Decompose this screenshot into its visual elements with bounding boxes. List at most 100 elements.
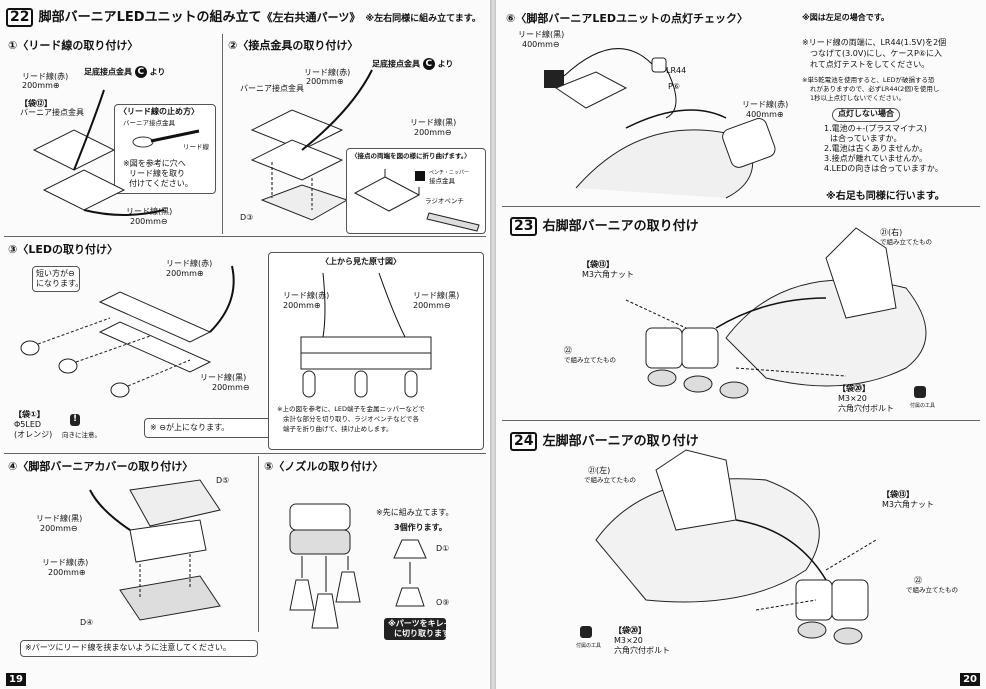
s1-lead-black: リード線(黒) xyxy=(126,207,173,216)
step-22-number: 22 xyxy=(6,8,34,27)
s4-d4: D④ xyxy=(80,618,94,627)
warning-icon: ! xyxy=(70,414,80,426)
s2-inset-box: 〈接点の両端を図の様に折り曲げます。〉 接点金具 ラジオペンチ ペンチ・ニッパー xyxy=(346,148,486,234)
s4-drawing xyxy=(89,479,221,621)
s2-title: ②〈接点金具の取り付け〉 xyxy=(228,39,359,52)
s5-nozzle-drawing xyxy=(393,539,427,607)
s5-d1: D① xyxy=(436,544,450,553)
s3-bag: 【袋①】 xyxy=(14,410,45,419)
s3-top-note1: ※上の図を参考に、LED端子を金属ニッパーなどで xyxy=(277,405,425,413)
s23-bolt: 六角穴付ボルト xyxy=(838,404,894,413)
s6-trouble-4: 3.接点が離れていませんか。 xyxy=(824,154,927,163)
s5-cut-note-box: ※パーツをキレイ に切り取ります。 xyxy=(384,618,457,640)
s4-note-box: ※パーツにリード線を挟まないように注意してください。 xyxy=(20,640,258,657)
s6-trouble-2: は合っていますか。 xyxy=(830,134,902,143)
s6-trouble-3: 2.電池は古くありませんか。 xyxy=(824,144,928,153)
s2-lead-black: リード線(黒) xyxy=(410,118,457,127)
page-number-right: 20 xyxy=(960,673,980,686)
s6-check-2: つなげて(3.0V)にし、ケースP⑥に入 xyxy=(810,49,943,58)
s23-bolt-size: M3×20 xyxy=(838,394,867,403)
s6-lr44: LR44 xyxy=(666,66,687,75)
s3-lead-red-len: 200mm⊕ xyxy=(166,269,204,278)
s4-lead-black: リード線(黒) xyxy=(36,514,83,523)
page-20: ⑥〈脚部バーニアLEDユニットの点灯チェック〉 ※図は左足の場合です。 リード線… xyxy=(496,0,986,689)
s1-lead-black-len: 200mm⊖ xyxy=(130,217,168,226)
s2-drawing xyxy=(250,69,373,221)
s3-lead-black: リード線(黒) xyxy=(200,373,247,382)
s6-right-note: ※右足も同様に行います。 xyxy=(826,191,945,202)
s24-part21: ㉑(左) xyxy=(588,466,611,475)
step-22-note: ※左右同様に組み立てます。 xyxy=(365,14,481,24)
s3-top-red-len: 200mm⊕ xyxy=(283,301,321,310)
step-24-header: 24 左脚部バーニアの取り付け xyxy=(510,430,699,451)
s4-lead-red: リード線(赤) xyxy=(42,558,89,567)
s5-pre-note: ※先に組み立てます。 xyxy=(376,508,454,517)
s1-inset-part: バーニア接点金具 xyxy=(123,119,175,127)
s23-tool: 付属の工具 xyxy=(910,403,936,409)
s3-top-note3: 端子を折り曲げて、挟け止めします。 xyxy=(283,425,393,433)
step-22-title-sub: 《左右共通パーツ》 xyxy=(261,11,361,24)
step-23-number: 23 xyxy=(510,217,538,236)
step-22-header: 22 脚部バーニアLEDユニットの組み立て《左右共通パーツ》 ※左右同様に組み立… xyxy=(6,6,481,27)
s1-inset-title: 〈リード線の止め方〉 xyxy=(119,107,199,116)
s6-title: ⑥〈脚部バーニアLEDユニットの点灯チェック〉 xyxy=(506,12,748,25)
s3-topview-box: 〈上から見た原寸図〉 リード線(赤) 200mm⊕ リード線(黒) 200mm⊖… xyxy=(268,252,484,450)
s5-drawing xyxy=(289,503,361,629)
s5-o9: O⑨ xyxy=(436,598,450,607)
s6-lead-black: リード線(黒) xyxy=(518,30,565,39)
page-number-left: 19 xyxy=(6,673,26,686)
s2-inset-part: 接点金具 xyxy=(429,177,455,185)
s1-lead-red: リード線(赤) xyxy=(22,72,69,81)
s24-nut: M3六角ナット xyxy=(882,500,934,509)
s3-lead-red: リード線(赤) xyxy=(166,259,213,268)
s23-bag: 【袋⑬】 xyxy=(582,260,614,269)
s3-minus-note: ※ ⊖が上になります。 xyxy=(150,423,230,432)
s6-check-1: ※リード線の両端に、LR44(1.5V)を2個 xyxy=(802,38,947,47)
s2-inset-title: 〈接点の両端を図の様に折り曲げます。〉 xyxy=(351,152,471,160)
s1-inset-note3: 付けてください。 xyxy=(129,179,193,188)
s3-short-note: 短い方が⊖ になります。 xyxy=(32,266,83,292)
s1-inset-drawing xyxy=(132,129,200,148)
s3-top-title: 〈上から見た原寸図〉 xyxy=(321,257,401,266)
s24-bolt: 六角穴付ボルト xyxy=(614,646,670,655)
s3-topview-drawing xyxy=(300,272,432,398)
s3-title: ③〈LEDの取り付け〉 xyxy=(8,243,118,256)
s6-lead-black-len: 400mm⊖ xyxy=(522,40,560,49)
s3-led: Φ5LED xyxy=(14,420,42,429)
s23-bolt-bag: 【袋⑳】 xyxy=(838,384,870,393)
book-gutter xyxy=(490,0,496,689)
s4-note: ※パーツにリード線を挟まないように注意してください。 xyxy=(25,643,231,652)
s3-lead-black-len: 200mm⊖ xyxy=(212,383,250,392)
s6-check-3: れて点灯テストをしてください。 xyxy=(810,60,930,69)
s6-batt-1: ※単5乾電池を使用すると、LEDが破損する恐 xyxy=(802,76,935,84)
s2-lead-red-len: 200mm⊕ xyxy=(306,77,344,86)
s24-bolt-bag: 【袋⑳】 xyxy=(614,626,646,635)
s1-inset-note2: リード線を取り xyxy=(129,169,185,178)
s1-inset-lead: リード線 xyxy=(183,143,209,151)
hex-wrench-icon-2 xyxy=(580,626,592,638)
s6-same-note: ※図は左足の場合です。 xyxy=(802,13,889,22)
s6-drawing xyxy=(544,48,776,199)
s6-batt-2: れがありますので、必ずLR44(2個)を使用し xyxy=(810,85,940,93)
s1-inset-note1: ※図を参考に穴へ xyxy=(123,159,186,168)
s2-inset-tool-note: ペンチ・ニッパー xyxy=(429,170,470,176)
s3-top-black: リード線(黒) xyxy=(413,291,460,300)
step-23-title: 右脚部バーニアの取り付け xyxy=(542,219,699,234)
s6-trouble-5: 4.LEDの向きは合っていますか。 xyxy=(824,164,943,173)
s3-top-black-len: 200mm⊖ xyxy=(413,301,451,310)
s2-lead-black-len: 200mm⊖ xyxy=(414,128,452,137)
s2-d3: D③ xyxy=(240,213,254,222)
s5-title: ⑤〈ノズルの取り付け〉 xyxy=(264,460,384,473)
s4-d5: D⑤ xyxy=(216,476,230,485)
s6-trouble-1: 1.電池の+-(プラスマイナス) xyxy=(824,124,927,133)
s4-lead-red-len: 200mm⊕ xyxy=(48,568,86,577)
s24-bag: 【袋⑬】 xyxy=(882,490,914,499)
s23-drawing xyxy=(625,227,927,399)
s3-top-note2: 余計な部分を切り取り、ラジオペンチなどで各 xyxy=(283,415,419,423)
s6-batt-3: 1秒以上点灯しないでください。 xyxy=(810,94,905,102)
s1-title: ①〈リード線の取り付け〉 xyxy=(8,39,139,52)
s23-part21-sub: で組み立てたもの xyxy=(880,238,932,246)
s6-lead-red-len: 400mm⊕ xyxy=(746,110,784,119)
s2-part: バーニア接点金具 xyxy=(240,84,304,93)
